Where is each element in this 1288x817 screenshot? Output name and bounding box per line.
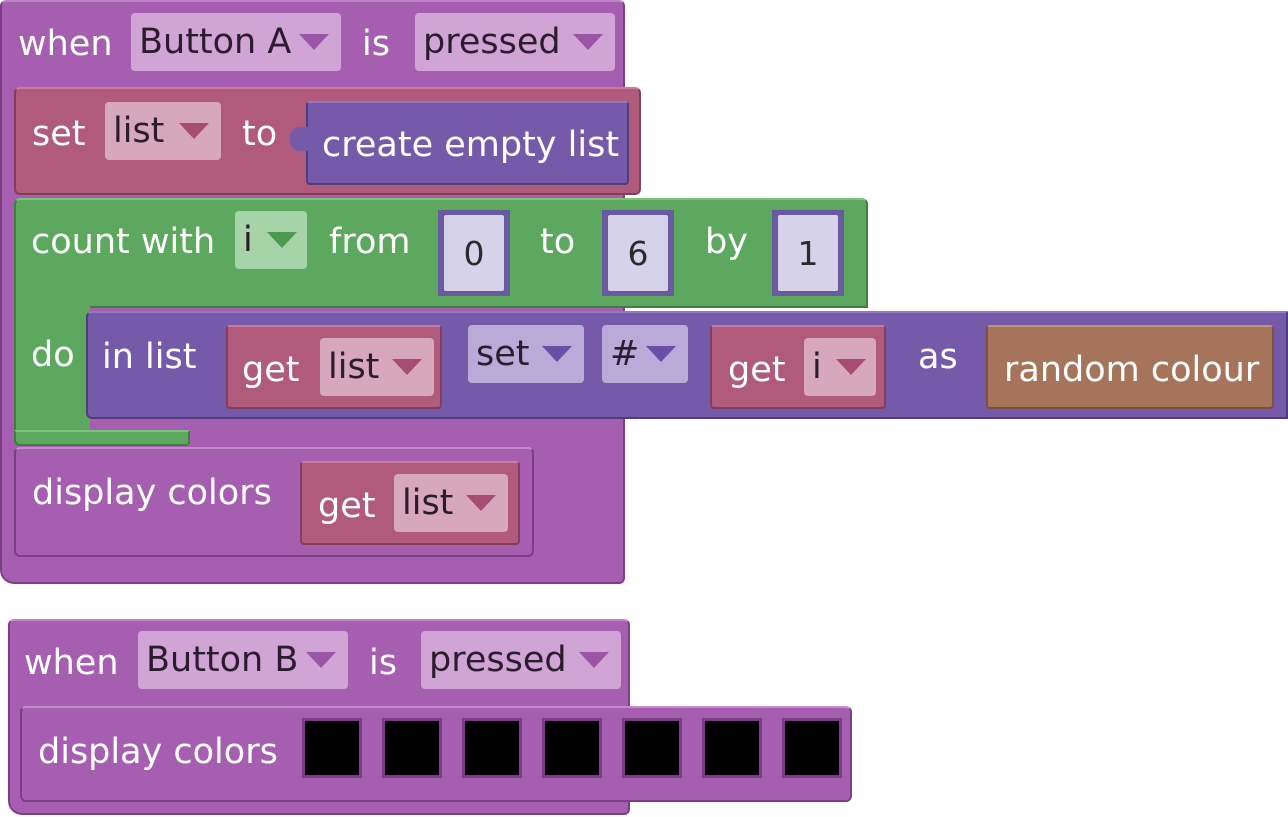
- get-list-block-display[interactable]: get list: [300, 461, 520, 545]
- event-dropdown[interactable]: pressed: [421, 631, 621, 689]
- color-swatch[interactable]: [462, 718, 522, 778]
- to-number-block[interactable]: 6: [602, 210, 674, 296]
- get-label: get: [728, 350, 786, 390]
- by-number-field[interactable]: 1: [778, 215, 838, 291]
- button-dropdown-value: Button B: [146, 639, 299, 680]
- get-index-block[interactable]: get i: [710, 325, 886, 409]
- loop-body-spine: [14, 306, 90, 440]
- get-label: get: [318, 486, 376, 526]
- by-number-block[interactable]: 1: [772, 210, 844, 296]
- count-with-label: count with: [31, 222, 216, 262]
- color-swatch[interactable]: [382, 718, 442, 778]
- chevron-down-icon: [466, 495, 496, 511]
- list-variable-dropdown[interactable]: list: [320, 338, 434, 396]
- color-swatch[interactable]: [622, 718, 682, 778]
- list-mode-dropdown[interactable]: set: [468, 325, 584, 383]
- to-label: to: [540, 222, 576, 262]
- event-dropdown-value: pressed: [429, 639, 567, 680]
- get-label: get: [242, 350, 300, 390]
- create-empty-list-label: create empty list: [322, 125, 620, 165]
- chevron-down-icon: [267, 232, 297, 248]
- chevron-down-icon: [306, 652, 336, 668]
- get-list-block[interactable]: get list: [226, 325, 442, 409]
- chevron-down-icon: [392, 359, 422, 375]
- display-colors-block[interactable]: display colors get list: [14, 447, 534, 557]
- chevron-down-icon: [579, 652, 609, 668]
- list-variable-value: list: [328, 346, 380, 387]
- in-list-label: in list: [102, 337, 197, 377]
- connector-notch: [290, 127, 308, 151]
- set-variable-block[interactable]: set list to create empty list: [14, 87, 641, 195]
- index-variable-value: i: [812, 346, 822, 387]
- set-label: set: [32, 114, 86, 154]
- variable-dropdown[interactable]: list: [105, 102, 221, 160]
- is-label: is: [362, 24, 390, 64]
- chevron-down-icon: [299, 34, 329, 50]
- button-dropdown[interactable]: Button A: [131, 13, 341, 71]
- event-dropdown-value: pressed: [423, 21, 561, 62]
- chevron-down-icon: [836, 359, 866, 375]
- display-colors-label: display colors: [38, 732, 278, 772]
- to-number-field[interactable]: 6: [608, 215, 668, 291]
- hat-interior-gap: [625, 0, 1288, 90]
- button-dropdown[interactable]: Button B: [138, 631, 348, 689]
- when-label: when: [24, 643, 119, 683]
- color-swatch[interactable]: [782, 718, 842, 778]
- is-label: is: [369, 643, 397, 683]
- random-colour-block[interactable]: random colour: [986, 325, 1274, 409]
- color-swatch[interactable]: [542, 718, 602, 778]
- color-swatch[interactable]: [702, 718, 762, 778]
- index-variable-dropdown[interactable]: i: [804, 338, 876, 396]
- list-where-dropdown[interactable]: #: [602, 325, 688, 383]
- loop-footer: [14, 430, 190, 446]
- by-label: by: [705, 222, 748, 262]
- create-empty-list-block[interactable]: create empty list: [306, 101, 629, 185]
- random-colour-label: random colour: [1004, 350, 1260, 390]
- from-number-block[interactable]: 0: [438, 210, 510, 296]
- event-dropdown[interactable]: pressed: [415, 13, 615, 71]
- chevron-down-icon: [179, 123, 209, 139]
- list-variable-value: list: [402, 482, 454, 523]
- loop-variable-value: i: [243, 219, 253, 260]
- display-colors-block[interactable]: display colors: [20, 706, 852, 802]
- chevron-down-icon: [646, 346, 676, 362]
- from-number-field[interactable]: 0: [444, 215, 504, 291]
- list-where-value: #: [610, 333, 640, 374]
- chevron-down-icon: [573, 34, 603, 50]
- display-colors-label: display colors: [32, 473, 272, 513]
- list-variable-dropdown[interactable]: list: [394, 474, 508, 532]
- list-set-item-block[interactable]: in list get list set # get i as random c…: [86, 311, 1288, 419]
- from-label: from: [329, 222, 411, 262]
- button-dropdown-value: Button A: [139, 21, 292, 62]
- loop-variable-dropdown[interactable]: i: [235, 211, 307, 269]
- when-label: when: [18, 24, 113, 64]
- do-label: do: [31, 335, 75, 375]
- chevron-down-icon: [542, 346, 572, 362]
- as-label: as: [918, 337, 958, 377]
- color-swatch[interactable]: [302, 718, 362, 778]
- to-label: to: [242, 114, 278, 154]
- list-mode-value: set: [476, 333, 530, 374]
- variable-dropdown-value: list: [113, 110, 165, 151]
